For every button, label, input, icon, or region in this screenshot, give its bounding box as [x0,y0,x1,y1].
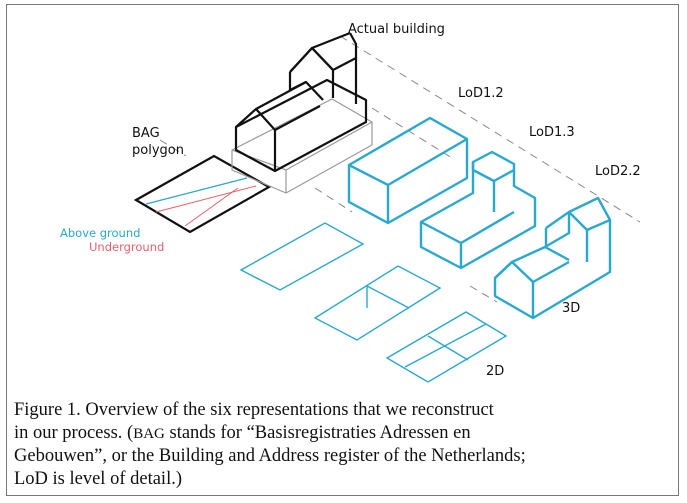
figure-frame [6,4,679,496]
footprint-lod12 [239,222,365,291]
label-lod13: LoD1.3 [529,125,575,140]
guide-line-2 [371,107,453,159]
guide-line-3 [314,187,353,213]
label-lod22: LoD2.2 [595,164,641,179]
lod22-house [493,196,612,320]
label-underground: Underground [89,240,164,254]
label-bag: BAG [132,126,160,141]
caption-line-4: LoD is level of detail.) [14,468,182,489]
label-above-ground: Above ground [60,226,140,240]
dashed-guide-lines [159,35,641,303]
caption-line-1: Figure 1. Overview of the six representa… [14,400,494,420]
footprint-lod22 [385,311,508,383]
lod-overview-diagram: Actual building LoD1.2 LoD1.3 LoD2.2 BAG… [60,22,641,383]
caption-line-2-start: in our process. ( [14,422,134,443]
label-polygon: polygon [132,143,184,158]
bag-polygon [133,154,272,234]
lod13-block [419,150,537,270]
figure-caption: Figure 1. Overview of the six representa… [14,399,678,490]
label-3d: 3D [562,301,580,316]
caption-line-2-end: stands for “Basisregistraties Adressen e… [164,422,471,443]
label-actual-building: Actual building [348,22,445,37]
footprint-lod13 [313,265,442,341]
underground-diagonal-b [155,185,257,213]
guide-line-4 [469,285,498,303]
caption-bag-abbrev: BAG [133,425,165,442]
guide-line-1 [339,35,641,223]
label-lod12: LoD1.2 [458,86,504,101]
underground-diagonal-a [184,187,239,227]
above-ground-diagonal [145,177,248,205]
caption-line-2: in our process. (BAG stands for “Basisre… [14,422,678,446]
lod12-box [347,116,469,225]
caption-line-3: Gebouwen”, or the Building and Address r… [14,446,526,466]
actual-building [231,31,373,194]
guide-line-5 [159,139,187,157]
label-2d: 2D [486,364,504,379]
